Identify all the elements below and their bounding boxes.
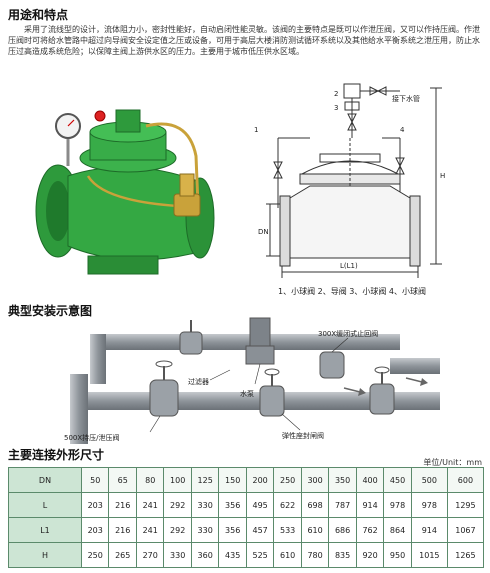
table-cell: 525 xyxy=(245,542,275,568)
drawing-num-3: 3 xyxy=(334,104,338,112)
drawing-num-1: 1 xyxy=(254,126,258,134)
table-cell: 250 xyxy=(273,467,302,493)
table-cell: 270 xyxy=(135,542,165,568)
table-cell: 356 xyxy=(218,517,247,543)
label-gate-valve: 弹性座封闸阀 xyxy=(282,431,324,440)
table-cell: 978 xyxy=(410,492,448,518)
table-cell: 914 xyxy=(410,517,448,543)
table-cell: 762 xyxy=(355,517,385,543)
drawing-dim-l: L(L1) xyxy=(340,262,358,270)
table-cell: 80 xyxy=(135,467,165,493)
table-cell: 330 xyxy=(163,542,192,568)
table-cell: 686 xyxy=(328,517,357,543)
table-cell: 610 xyxy=(300,517,330,543)
label-relief-valve: 500X持压/泄压阀 xyxy=(64,433,120,442)
table-cell: 356 xyxy=(218,492,247,518)
table-cell: 435 xyxy=(218,542,247,568)
table-cell: 241 xyxy=(135,492,165,518)
section-title-usage: 用途和特点 xyxy=(8,8,69,22)
table-cell: 125 xyxy=(190,467,220,493)
table-cell: 787 xyxy=(328,492,357,518)
drawing-num-2: 2 xyxy=(334,90,338,98)
table-cell: 450 xyxy=(383,467,412,493)
table-cell: 203 xyxy=(80,517,110,543)
drawing-dim-h: H xyxy=(440,172,445,180)
drawing-caption: 1、小球阀 2、导阀 3、小球阀 4、小球阀 xyxy=(278,287,426,296)
table-cell: 698 xyxy=(300,492,330,518)
table-row-header: L xyxy=(8,492,82,518)
label-filter: 过滤器 xyxy=(188,377,209,386)
table-cell: 292 xyxy=(163,517,192,543)
table-cell: 216 xyxy=(108,517,137,543)
table-cell: 150 xyxy=(218,467,247,493)
table-cell: 1265 xyxy=(446,542,485,568)
table-cell: 241 xyxy=(135,517,165,543)
section-title-install: 典型安装示意图 xyxy=(8,304,93,318)
install-diagram: 300X缓闭式止回阀 过滤器 水泵 500X持压/泄压阀 弹性座封闸阀 xyxy=(60,314,460,450)
table-cell: 780 xyxy=(300,542,330,568)
table-cell: 1015 xyxy=(410,542,448,568)
table-cell: 50 xyxy=(80,467,110,493)
table-cell: 200 xyxy=(245,467,275,493)
table-cell: 1067 xyxy=(446,517,485,543)
table-cell: 610 xyxy=(273,542,302,568)
table-cell: 100 xyxy=(163,467,192,493)
table-cell: 533 xyxy=(273,517,302,543)
table-cell: 600 xyxy=(446,467,485,493)
table-cell: 978 xyxy=(383,492,412,518)
table-cell: 292 xyxy=(163,492,192,518)
table-cell: 950 xyxy=(383,542,412,568)
table-cell: 350 xyxy=(328,467,357,493)
unit-label: 单位/Unit：mm xyxy=(423,458,482,467)
table-cell: 65 xyxy=(108,467,137,493)
table-cell: 457 xyxy=(245,517,275,543)
table-cell: 265 xyxy=(108,542,137,568)
table-cell: 622 xyxy=(273,492,302,518)
table-cell: 330 xyxy=(190,517,220,543)
table-cell: 360 xyxy=(190,542,220,568)
intro-paragraph: 采用了流线型的设计，流体阻力小，密封性能好，自动启闭性能灵敏。该阀的主要特点是既… xyxy=(8,25,480,56)
table-cell: 250 xyxy=(80,542,110,568)
table-row-header: H xyxy=(8,542,82,568)
label-pump: 水泵 xyxy=(240,389,254,398)
table-cell: 835 xyxy=(328,542,357,568)
table-cell: 1295 xyxy=(446,492,485,518)
drawing-dim-dn: DN xyxy=(258,228,269,236)
table-cell: 400 xyxy=(355,467,385,493)
valve-product-image xyxy=(28,96,228,286)
table-cell: 914 xyxy=(355,492,385,518)
table-cell: 495 xyxy=(245,492,275,518)
drawing-num-4: 4 xyxy=(400,126,405,134)
table-row-header: L1 xyxy=(8,517,82,543)
table-cell: 864 xyxy=(383,517,412,543)
table-cell: 500 xyxy=(410,467,448,493)
table-cell: 216 xyxy=(108,492,137,518)
table-cell: 330 xyxy=(190,492,220,518)
valve-technical-drawing: 1 2 3 4 接下水管 H DN L(L1) xyxy=(250,78,486,284)
table-cell: 203 xyxy=(80,492,110,518)
label-check-valve: 300X缓闭式止回阀 xyxy=(318,329,378,338)
table-cell: 300 xyxy=(300,467,330,493)
drawing-water-label: 接下水管 xyxy=(392,94,420,103)
section-title-dimensions: 主要连接外形尺寸 xyxy=(8,448,105,462)
table-cell: 920 xyxy=(355,542,385,568)
table-row-header: DN xyxy=(8,467,82,493)
